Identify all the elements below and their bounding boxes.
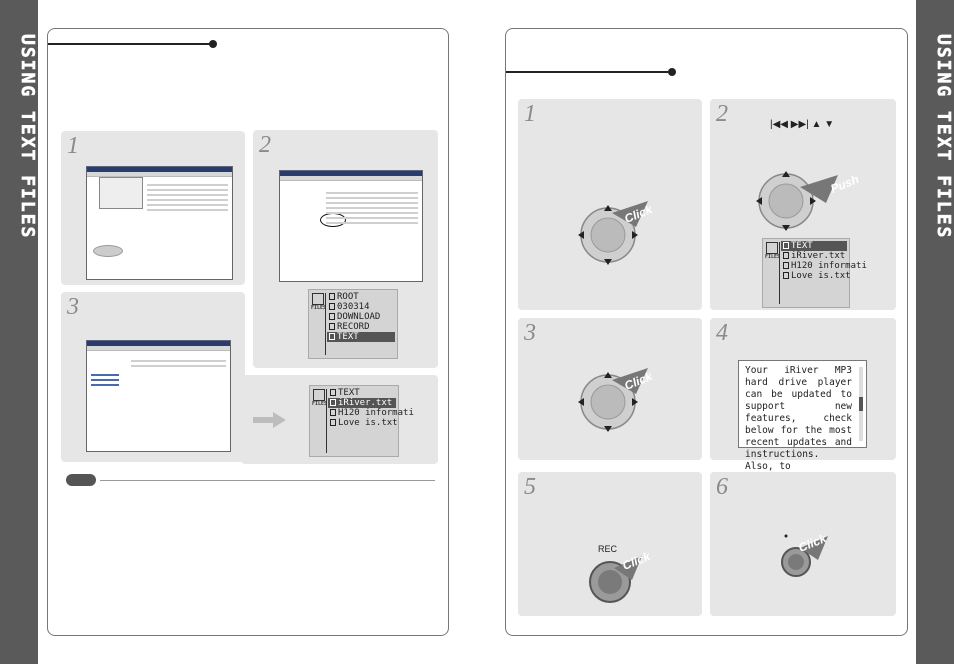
lcd-row-selected: iRiver.txt (328, 398, 396, 408)
explorer-window-screenshot (86, 340, 231, 452)
lcd-row: Love is.txt (781, 271, 851, 281)
left-heading-line (48, 43, 213, 45)
right-heading-dot (668, 68, 676, 76)
step-number: 5 (524, 474, 536, 500)
lcd-row: Love is.txt (328, 418, 398, 428)
right-step-5: 5 REC Click (518, 472, 702, 616)
step-number: 1 (524, 101, 536, 127)
lcd-row-selected: TEXT (781, 241, 847, 251)
lcd-row-selected: TEXT (327, 332, 395, 342)
right-step-1: 1 Click (518, 99, 702, 310)
left-heading-dot (209, 40, 217, 48)
left-side-title: USING TEXT FILES (17, 34, 39, 240)
lcd-row: H120 informati (781, 261, 867, 271)
right-step-3: 3 Click (518, 318, 702, 460)
disk-icon (93, 245, 123, 257)
note-rule (100, 480, 435, 481)
joystick-button-icon (578, 201, 648, 265)
scrollbar (859, 367, 863, 441)
lcd-files-label: FILES (311, 305, 327, 311)
player-lcd-files: FILES TEXT iRiver.txt H120 informati Lov… (762, 238, 867, 308)
right-step-6: 6 Click (710, 472, 896, 616)
right-side-tab: USING TEXT FILES (916, 0, 954, 664)
arrow-right-icon (253, 412, 286, 428)
step-number: 2 (716, 101, 728, 127)
text-file-preview: Your iRiver MP3 hard drive player can be… (738, 360, 867, 472)
right-step-2: 2 |◀◀ ▶▶| ▲ ▼ Push FILES TEXT iRiver.txt… (710, 99, 896, 310)
links-block (91, 371, 119, 399)
right-side-title: USING TEXT FILES (933, 34, 954, 240)
step-number: 3 (524, 320, 536, 346)
lcd-row: iRiver.txt (781, 251, 847, 261)
player-lcd-files: FILES TEXT iRiver.txt H120 informati Lov… (309, 385, 414, 457)
lcd-row: RECORD (327, 322, 395, 332)
lcd-files-label: FILES (312, 401, 328, 407)
step-number: 2 (259, 132, 271, 158)
rec-label: REC (598, 544, 618, 554)
nav-buttons-glyphs: |◀◀ ▶▶| ▲ ▼ (770, 119, 835, 130)
step-number: 3 (67, 294, 79, 320)
left-step-3-result: FILES TEXT iRiver.txt H120 informati Lov… (241, 375, 438, 464)
lcd-files-label: FILES (765, 254, 781, 260)
context-menu-image (99, 177, 143, 209)
note-badge (66, 474, 96, 486)
explorer-window-screenshot (86, 166, 233, 280)
left-step-1: 1 (61, 131, 245, 285)
lcd-row: 030314 (327, 302, 395, 312)
step-number: 1 (67, 133, 79, 159)
lcd-row: ROOT (327, 292, 395, 302)
joystick-push-icon (756, 171, 838, 231)
joystick-button-icon (578, 368, 648, 432)
lcd-row: DOWNLOAD (327, 312, 395, 322)
right-heading-line (506, 71, 672, 73)
step-number: 4 (716, 320, 728, 346)
rec-button-icon (589, 556, 642, 603)
right-step-4: 4 Your iRiver MP3 hard drive player can … (710, 318, 896, 472)
left-side-tab: USING TEXT FILES (0, 0, 38, 664)
player-lcd-folders: FILES ROOT 030314 DOWNLOAD RECORD TEXT (308, 289, 398, 359)
left-step-3: 3 (61, 292, 245, 462)
explorer-window-screenshot (279, 170, 423, 282)
step-number: 6 (716, 474, 728, 500)
lcd-row: TEXT (328, 388, 396, 398)
left-step-2: 2 FILES ROOT 030314 DOWNLOAD RECORD TEXT (253, 130, 438, 368)
lcd-row: H120 informati (328, 408, 414, 418)
small-button-icon (781, 534, 828, 577)
